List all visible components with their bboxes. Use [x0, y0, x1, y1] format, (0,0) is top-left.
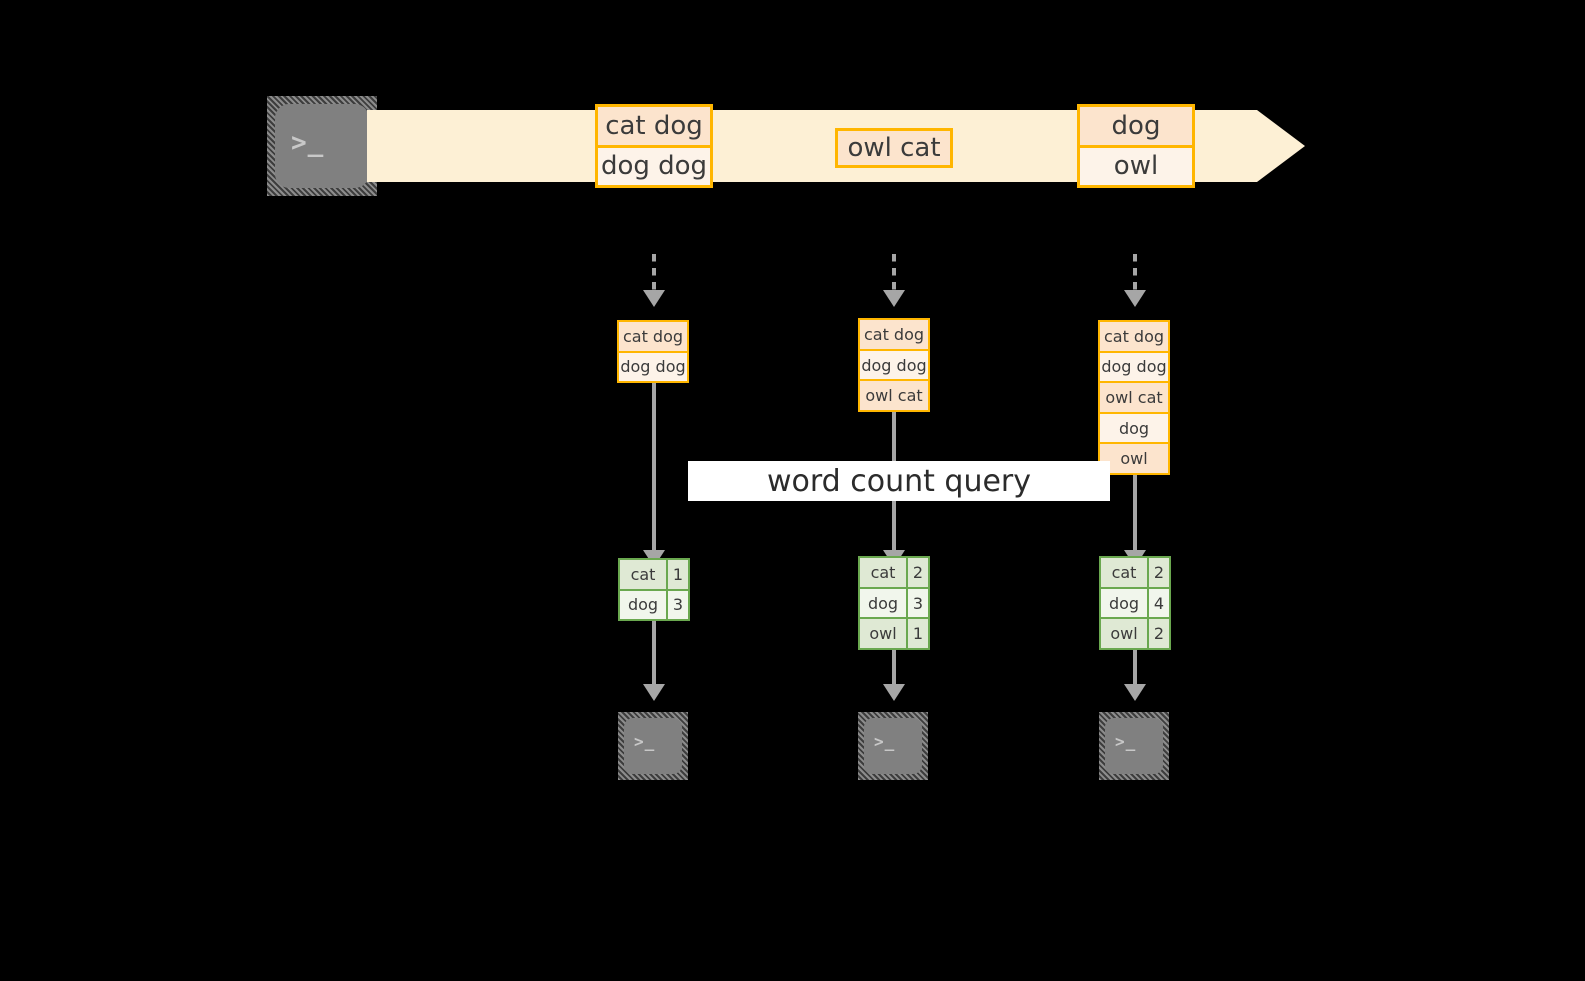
snapshot-input-stack[interactable]: cat dog dog dog — [617, 320, 689, 383]
snapshot-dashed-arrowhead — [1124, 290, 1146, 307]
snapshot-input-line: owl — [1100, 442, 1168, 473]
stream-event-box[interactable]: owl cat — [835, 128, 953, 168]
stream-event-box[interactable]: cat dog dog dog — [595, 104, 713, 188]
result-word: cat — [1101, 558, 1147, 587]
stream-arrow-head — [1257, 110, 1305, 182]
result-count: 1 — [666, 560, 688, 589]
snapshot-dashed-arrowhead — [643, 290, 665, 307]
result-count: 2 — [906, 558, 928, 587]
result-word: cat — [620, 560, 666, 589]
snapshot-input-line: owl cat — [1100, 381, 1168, 412]
result-word: dog — [860, 588, 906, 618]
sink-connector — [892, 650, 896, 689]
snapshot-input-line: cat dog — [619, 322, 687, 351]
stream-event-line: owl cat — [838, 131, 950, 165]
sink-connector-arrowhead — [1124, 684, 1146, 701]
stream-event-line: owl — [1080, 144, 1192, 185]
snapshot-input-line: dog dog — [619, 350, 687, 381]
result-count: 1 — [906, 619, 928, 649]
result-count: 3 — [906, 588, 928, 618]
result-table[interactable]: cat 2 dog 4 owl 2 — [1099, 556, 1171, 650]
query-connector — [1133, 475, 1137, 555]
terminal-prompt-glyph: >_ — [634, 732, 656, 751]
snapshot-input-line: owl cat — [860, 379, 928, 411]
sink-terminal-icon: >_ — [618, 712, 688, 780]
result-count: 4 — [1147, 588, 1169, 618]
result-row: dog 3 — [860, 586, 928, 618]
snapshot-dashed-connector — [652, 254, 656, 292]
snapshot-dashed-arrowhead — [883, 290, 905, 307]
snapshot-input-line: dog dog — [1100, 350, 1168, 382]
sink-terminal-icon: >_ — [1099, 712, 1169, 780]
sink-connector — [652, 621, 656, 689]
result-row: dog 4 — [1101, 586, 1169, 618]
result-count: 2 — [1147, 619, 1169, 649]
result-row: dog 3 — [620, 588, 688, 619]
terminal-screen: >_ — [1105, 718, 1163, 774]
result-word: owl — [1101, 619, 1147, 649]
sink-connector-arrowhead — [643, 684, 665, 701]
snapshot-input-line: dog — [1100, 411, 1168, 443]
stream-event-line: cat dog — [598, 107, 710, 145]
query-connector — [652, 383, 656, 555]
snapshot-input-line: dog dog — [860, 348, 928, 380]
result-word: dog — [1101, 588, 1147, 618]
result-word: owl — [860, 619, 906, 649]
result-row: cat 2 — [1101, 558, 1169, 587]
result-row: cat 1 — [620, 560, 688, 589]
terminal-screen: >_ — [864, 718, 922, 774]
terminal-prompt-glyph: >_ — [874, 732, 896, 751]
sink-connector — [1133, 650, 1137, 689]
terminal-prompt-glyph: >_ — [291, 128, 325, 158]
result-row: cat 2 — [860, 558, 928, 587]
result-row: owl 1 — [860, 617, 928, 649]
sink-connector-arrowhead — [883, 684, 905, 701]
query-caption-text: word count query — [766, 463, 1032, 499]
result-word: dog — [620, 590, 666, 619]
result-count: 3 — [666, 590, 688, 619]
snapshot-input-line: cat dog — [860, 320, 928, 349]
result-word: cat — [860, 558, 906, 587]
snapshot-input-stack[interactable]: cat dog dog dog owl cat dog owl — [1098, 320, 1170, 475]
snapshot-input-stack[interactable]: cat dog dog dog owl cat — [858, 318, 930, 412]
stream-event-line: dog — [1080, 107, 1192, 145]
result-row: owl 2 — [1101, 617, 1169, 649]
result-count: 2 — [1147, 558, 1169, 587]
terminal-screen: >_ — [624, 718, 682, 774]
result-table[interactable]: cat 2 dog 3 owl 1 — [858, 556, 930, 650]
sink-terminal-icon: >_ — [858, 712, 928, 780]
result-table[interactable]: cat 1 dog 3 — [618, 558, 690, 621]
snapshot-dashed-connector — [892, 254, 896, 292]
snapshot-input-line: cat dog — [1100, 322, 1168, 351]
source-terminal-icon: >_ — [267, 96, 377, 196]
stream-event-line: dog dog — [598, 144, 710, 185]
query-caption-band: word count query — [688, 461, 1110, 501]
terminal-prompt-glyph: >_ — [1115, 732, 1137, 751]
terminal-screen: >_ — [275, 104, 369, 188]
stream-event-box[interactable]: dog owl — [1077, 104, 1195, 188]
snapshot-dashed-connector — [1133, 254, 1137, 292]
